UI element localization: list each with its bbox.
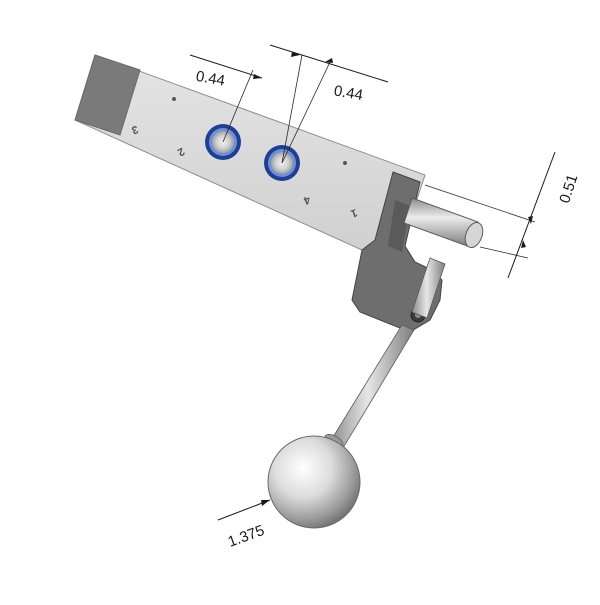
port-marking-right: 1 <box>349 206 359 219</box>
port-marking-left: 2 <box>175 145 186 158</box>
dimension-ball-diameter: 1.375 <box>217 499 271 551</box>
dimension-line <box>507 151 556 279</box>
mounting-hole-left <box>172 97 176 101</box>
dimension-label-spacing-right: 0.44 <box>333 82 365 104</box>
dimension-line <box>269 44 389 83</box>
dimension-label-ball-diameter: 1.375 <box>226 522 267 551</box>
arrowhead <box>528 216 533 224</box>
dimension-label-spacing-left: 0.44 <box>195 68 227 90</box>
dimension-line <box>189 54 263 79</box>
spool-pin-end <box>464 221 484 249</box>
arrowhead <box>291 52 300 57</box>
valve-block-end-cap <box>74 54 141 136</box>
arrowhead <box>253 74 262 79</box>
port-right-centerline <box>281 54 303 164</box>
port-marking-far-left: 3 <box>130 123 140 136</box>
spool-pin <box>403 197 484 249</box>
valve-body <box>74 54 426 266</box>
mounting-hole-right <box>343 161 347 165</box>
dimension-label-pin-offset: 0.51 <box>556 172 581 205</box>
port-marking-center: 4 <box>301 193 312 207</box>
lever <box>267 257 446 529</box>
arrowhead <box>521 240 526 248</box>
arrowhead <box>325 58 333 63</box>
bracket-slot <box>388 200 410 252</box>
lever-ball-knob <box>267 435 361 529</box>
dimension-leader <box>217 499 271 521</box>
centerlines <box>222 54 331 164</box>
lever-upper-link <box>411 257 446 319</box>
dimension-spacing-left: 0.44 <box>189 54 263 90</box>
dimension-spacing-right: 0.44 <box>269 44 389 104</box>
arrowhead <box>261 500 270 506</box>
extension-line-bottom <box>479 246 529 259</box>
port-right-extension <box>281 61 331 164</box>
lever-rod <box>329 324 415 449</box>
extension-line-top <box>424 184 536 223</box>
port-left-centerline <box>222 69 254 143</box>
